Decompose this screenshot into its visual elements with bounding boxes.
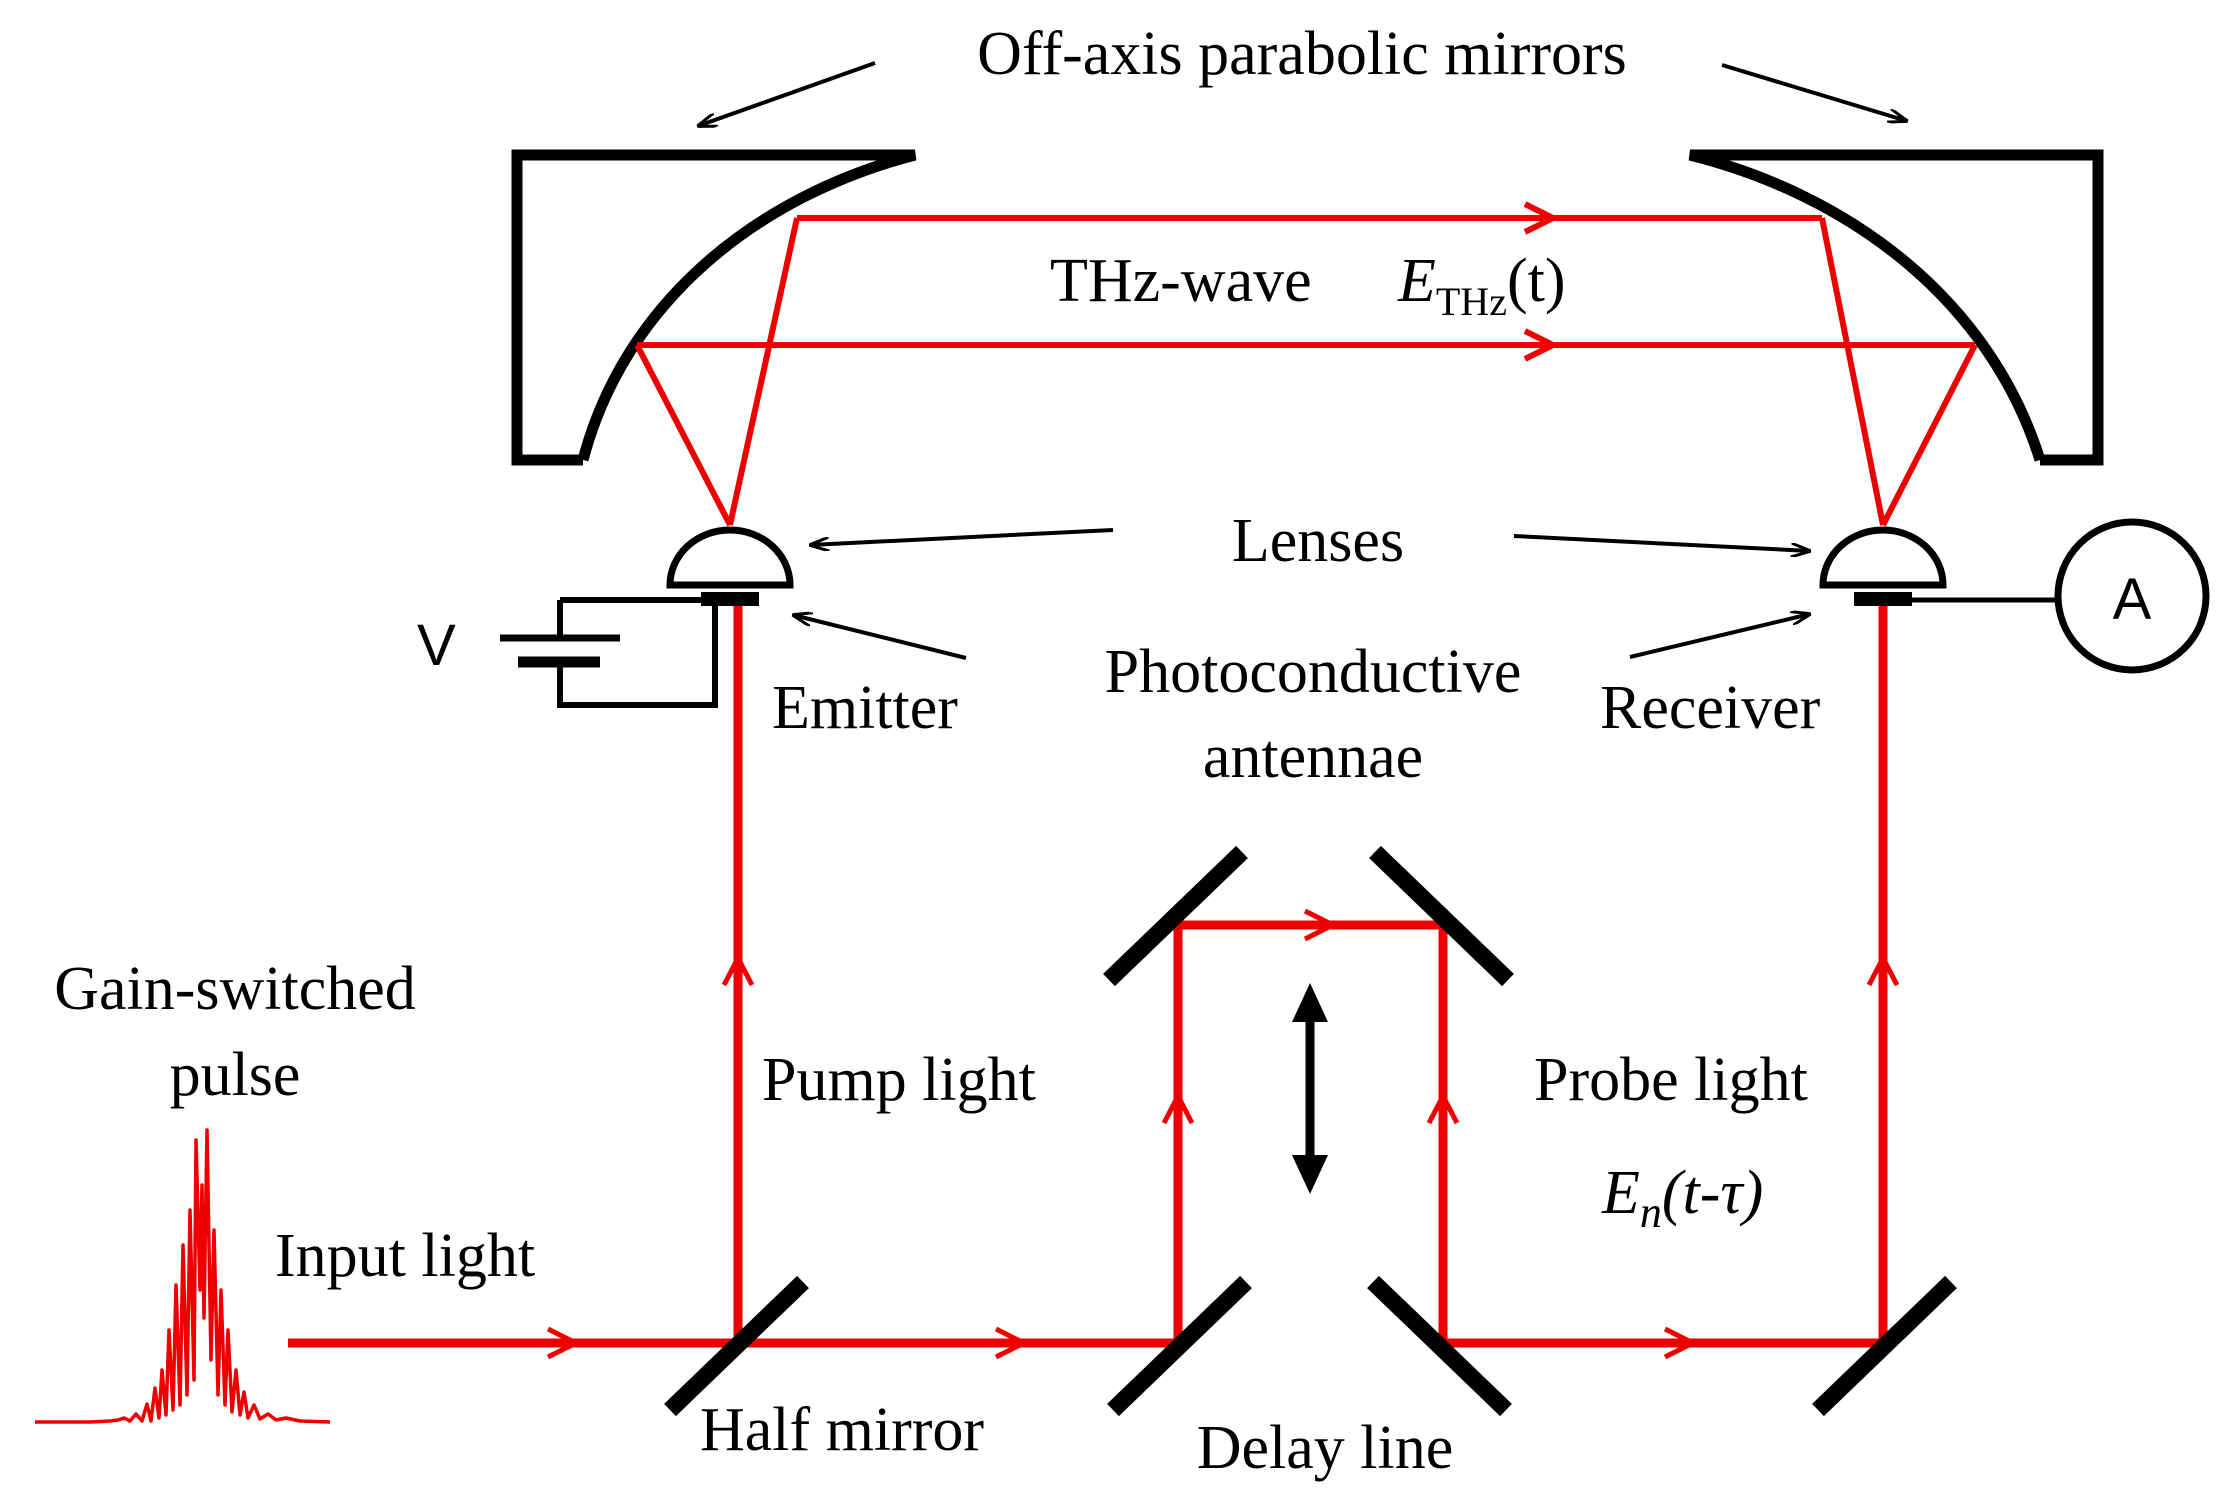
plane-mirrors: [664, 845, 1957, 1417]
pca-label-line1: Photoconductive: [1105, 638, 1522, 706]
emitter-pointer: [793, 615, 967, 660]
mirror-pointer-left: [698, 61, 876, 128]
pulse-waveform-icon: [35, 1128, 331, 1424]
receiver-cone-outer: [1819, 217, 1886, 526]
probe-light-label: Probe light: [1534, 1046, 1808, 1114]
beam-direction-arrows: [546, 908, 1900, 1360]
probe-field-label: En(t-τ): [1601, 1159, 1763, 1237]
lenses-label: Lenses: [1232, 507, 1404, 575]
double-arrow-icon: [1292, 983, 1328, 1194]
probe-field-arg: (t-τ): [1662, 1159, 1763, 1227]
delay-output-mirror: [1367, 1275, 1512, 1417]
optical-beams: [288, 598, 1888, 1348]
beam-arrowhead: [1523, 201, 1560, 235]
input-light-label: Input light: [275, 1222, 535, 1290]
lens-pointer-right: [1513, 534, 1810, 551]
half-mirror: [664, 1275, 809, 1417]
ammeter-label: A: [2113, 567, 2152, 632]
pca-label-line2: antennae: [1203, 723, 1423, 791]
delay-line-label: Delay line: [1197, 1414, 1454, 1482]
thz-wave-label: THz-wave: [1050, 247, 1312, 315]
delay-loop-beam: [1173, 920, 1448, 1343]
thz-field-label: ETHz(t): [1397, 247, 1565, 324]
mirrors-label: Off-axis parabolic mirrors: [977, 20, 1627, 88]
delay-retro-mirror-left: [1103, 845, 1248, 987]
lens-pointer-left: [810, 528, 1114, 545]
emitter-cone-outer: [727, 217, 800, 526]
emitter-cone-inner: [634, 343, 733, 527]
thz-beams: [634, 201, 1978, 527]
voltage-label: V: [417, 613, 456, 678]
beam-arrowhead: [1523, 328, 1560, 362]
pump-light-label: Pump light: [762, 1046, 1036, 1114]
mirror-pointer-right: [1721, 63, 1907, 121]
receiver-pointer: [1629, 614, 1810, 659]
receiver-cone-inner: [1880, 343, 1978, 527]
delay-input-mirror: [1107, 1275, 1252, 1417]
battery-icon: [500, 597, 718, 708]
pointer-arrows: [698, 61, 1907, 660]
receiver-steering-mirror: [1812, 1275, 1957, 1417]
emitter-label: Emitter: [772, 674, 958, 742]
thz-field-arg: (t): [1507, 247, 1566, 315]
gain-label-line2: pulse: [170, 1041, 301, 1109]
receiver-label: Receiver: [1600, 674, 1821, 742]
emitter-antenna: [701, 592, 759, 606]
left-parabolic-mirror: [511, 149, 917, 466]
receiver-antenna: [1854, 592, 1912, 606]
ammeter-icon: A: [1912, 518, 2210, 674]
half-mirror-label: Half mirror: [700, 1396, 984, 1464]
emitter-lens-icon: [666, 526, 794, 606]
right-parabolic-mirror: [1688, 149, 2104, 466]
receiver-lens-icon: [1819, 526, 1947, 606]
gain-label-line1: Gain-switched: [54, 955, 416, 1023]
delay-retro-mirror-right: [1369, 845, 1514, 987]
